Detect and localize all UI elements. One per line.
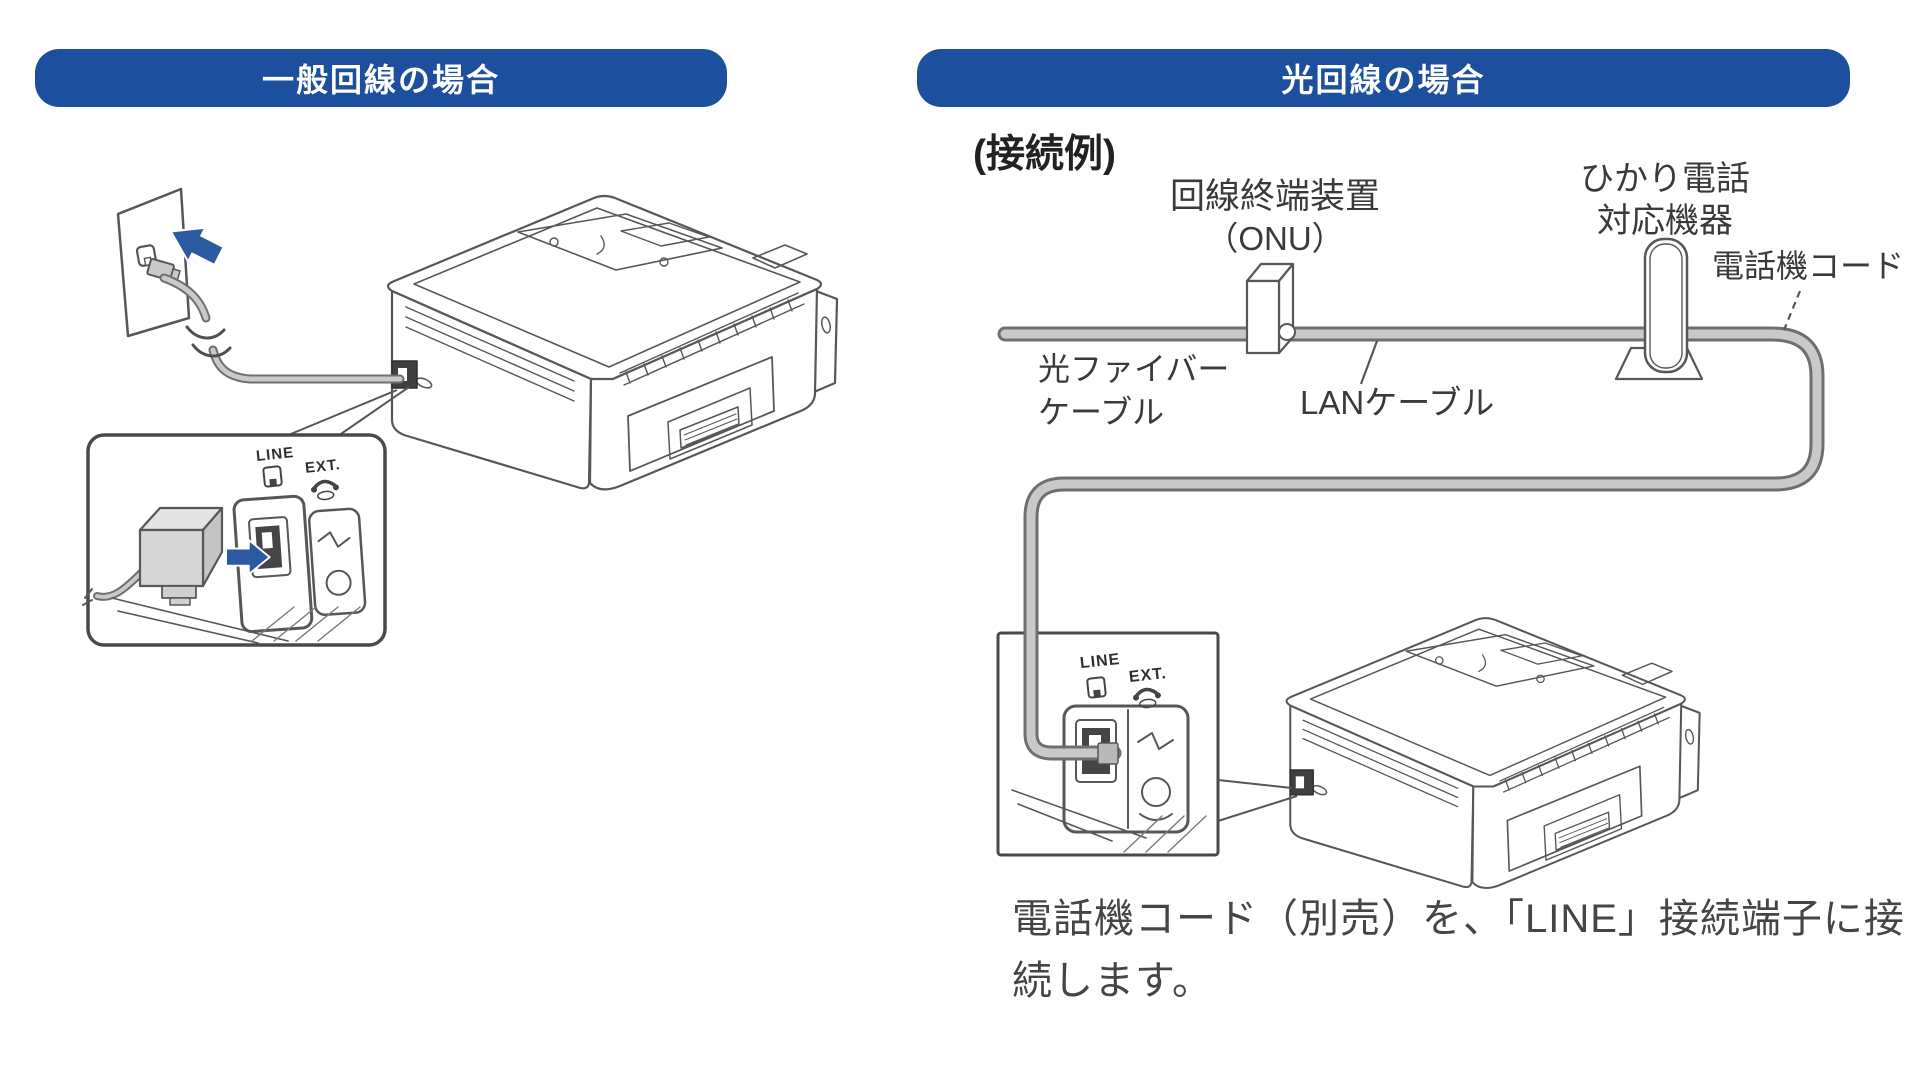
hikari-device bbox=[1614, 237, 1704, 381]
phone-cord-label: 電話機コード bbox=[1712, 248, 1905, 284]
inset-callout-lines bbox=[1217, 779, 1298, 822]
onu-box bbox=[1245, 262, 1296, 355]
device-body bbox=[1643, 237, 1689, 374]
line-jack-icon bbox=[262, 465, 283, 488]
hikari-label-line1: ひかり電話 bbox=[1580, 160, 1750, 198]
plug-latch-tab bbox=[169, 597, 191, 606]
analog-line-diagram bbox=[82, 187, 839, 647]
line-receptacle-pin bbox=[261, 531, 273, 549]
optical-line-title: 光回線の場合 bbox=[1281, 62, 1486, 98]
onu-label-line2: （ONU） bbox=[1205, 220, 1345, 257]
ext-port-frame bbox=[307, 507, 367, 617]
telephone-cable bbox=[159, 273, 405, 384]
ext-port-ring bbox=[325, 569, 352, 596]
ext-port-detail bbox=[317, 531, 351, 548]
lan-callout-line bbox=[1359, 340, 1379, 385]
caption-text: 電話機コード（別売）を、「LINE」接続端子に接 続します。 bbox=[1012, 888, 1905, 1012]
ext-port-detail bbox=[1137, 732, 1174, 750]
onu-label-line1: 回線終端装置 bbox=[1169, 177, 1380, 216]
plug-front bbox=[138, 528, 205, 588]
hikari-label-line2: 対応機器 bbox=[1597, 202, 1733, 240]
hikari-device-label: ひかり電話 対応機器 bbox=[1545, 158, 1785, 242]
panel-edge-lines bbox=[111, 597, 289, 644]
lan-cable-label: LANケーブル bbox=[1300, 384, 1495, 421]
caption-line2: 続します。 bbox=[1012, 959, 1213, 1003]
panel-hatching bbox=[251, 606, 361, 642]
ext-phone-icon bbox=[1133, 687, 1161, 709]
printer-illustration-right bbox=[1285, 617, 1701, 890]
connection-cable bbox=[997, 326, 1825, 761]
device-body-inner bbox=[1649, 243, 1683, 369]
ext-port-ring bbox=[1141, 777, 1171, 807]
caption-line1: 電話機コード（別売）を、「LINE」接続端子に接 bbox=[1012, 897, 1905, 941]
panel-edge-lines bbox=[1011, 789, 1147, 842]
analog-line-header: 一般回線の場合 bbox=[35, 49, 727, 107]
connection-example-label: (接続例) bbox=[973, 133, 1116, 176]
optical-line-diagram bbox=[996, 237, 1825, 890]
fiber-cable-label: 光ファイバー ケーブル bbox=[1038, 348, 1229, 434]
plug-latch bbox=[161, 585, 197, 599]
ext-phone-icon bbox=[311, 479, 339, 501]
phone-plug bbox=[82, 506, 224, 606]
port-inset-left bbox=[82, 433, 387, 647]
printer-illustration-left bbox=[386, 194, 839, 491]
analog-line-title: 一般回線の場合 bbox=[261, 62, 500, 98]
inset-callout-lines bbox=[285, 386, 410, 437]
panel-hatching bbox=[1123, 815, 1207, 853]
cord-callout-line bbox=[1782, 290, 1802, 331]
onu-label: 回線終端装置 （ONU） bbox=[1140, 176, 1410, 260]
fiber-label-line1: 光ファイバー bbox=[1038, 351, 1230, 387]
insert-arrow-icon bbox=[225, 539, 271, 576]
wall-arrow-icon bbox=[169, 226, 225, 267]
cable-plug-tip bbox=[1097, 742, 1119, 765]
optical-line-header: 光回線の場合 bbox=[917, 49, 1850, 107]
ext-port-arc bbox=[1139, 813, 1173, 821]
line-jack-icon bbox=[1086, 676, 1107, 699]
cable-grommet bbox=[1278, 323, 1296, 341]
cable-break-marks bbox=[185, 325, 232, 358]
fiber-label-line2: ケーブル bbox=[1038, 394, 1165, 430]
